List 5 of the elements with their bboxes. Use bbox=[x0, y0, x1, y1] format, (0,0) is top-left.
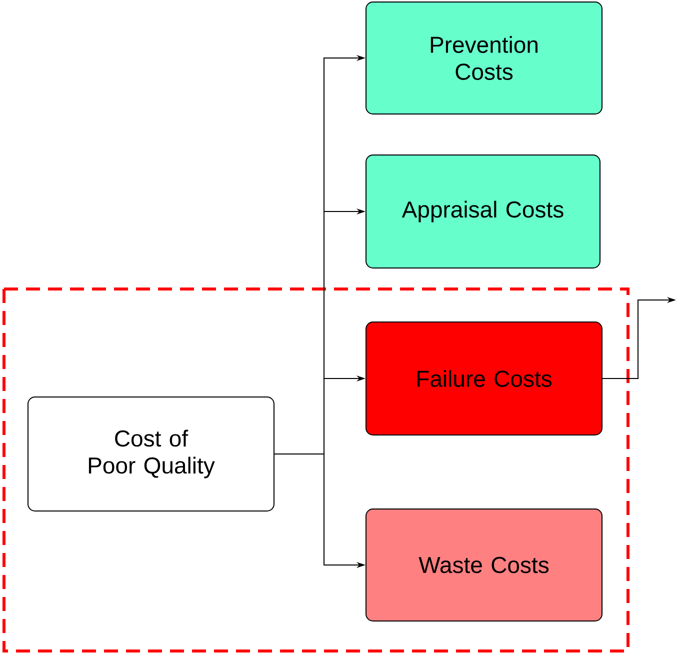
process-box: Waste Costs bbox=[366, 508, 602, 622]
process-box: Cost of Poor Quality bbox=[28, 396, 274, 512]
process-box: Prevention Costs bbox=[366, 2, 602, 114]
process-box: Failure Costs bbox=[366, 322, 602, 436]
process-box: Appraisal Costs bbox=[366, 154, 600, 268]
